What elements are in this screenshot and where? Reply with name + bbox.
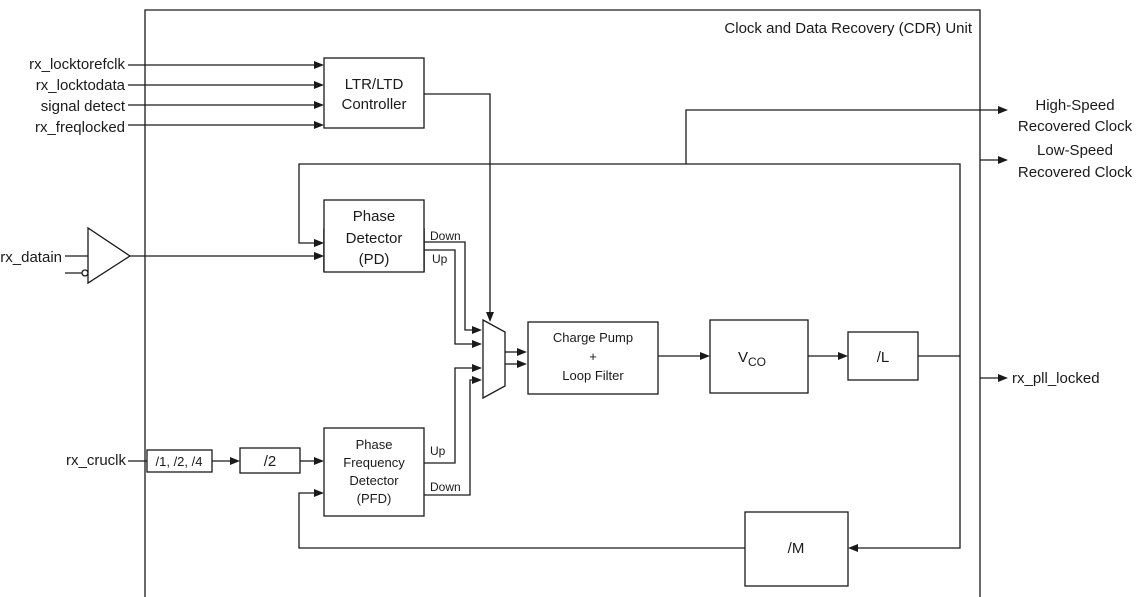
ltr-ltd-controller-block [323,57,425,129]
input-label-signal-detect: signal detect [41,98,126,115]
input-label-rx-locktorefclk: rx_locktorefclk [29,56,125,73]
output-label-low-speed-2: Recovered Clock [1018,164,1133,181]
pd-up-label: Up [432,252,448,266]
wire-pd-up [424,249,474,345]
vco-label-sub: CO [748,355,766,369]
wire-m-to-pfd [298,492,745,549]
pfd-label-line4: (PFD) [357,491,392,506]
div-m-label: /M [788,540,805,557]
arrow-mux-out-1 [517,348,527,356]
cdr-unit-frame [144,9,981,597]
ltr-ltd-label-line2: Controller [341,96,406,113]
vco-label: VCO [738,349,766,369]
wire-ltr-to-mux [424,93,491,314]
wire-pfd-up [424,367,474,464]
pfd-label-line3: Detector [349,473,399,488]
wire-pfd-down [424,379,474,496]
input-buffer-triangle [87,226,132,285]
arrow-rx-freqlocked [314,121,324,129]
arrow-cp-to-vco [700,352,710,360]
div-124-label: /1, /2, /4 [156,454,203,469]
arrow-div124-to-div2 [230,457,240,465]
arrow-rx-locktorefclk [314,61,324,69]
input-label-rx-cruclk: rx_cruclk [66,452,127,469]
div-m-block [744,511,849,587]
pfd-down-label: Down [430,480,461,494]
arrow-pfd-up [472,364,482,372]
cdr-unit-title: Clock and Data Recovery (CDR) Unit [724,20,972,37]
input-label-rx-locktodata: rx_locktodata [36,77,126,94]
output-label-rx-pll-locked: rx_pll_locked [1012,370,1100,387]
arrow-pd-down [472,326,482,334]
arrow-pfd-down [472,376,482,384]
output-label-high-speed-2: Recovered Clock [1018,118,1133,135]
arrow-ltr-to-mux [486,312,494,322]
cp-label-line1: Charge Pump [553,330,633,345]
phase-detector-final-block [323,199,425,273]
arrow-div2-to-pfd [314,457,324,465]
cp-label-line2: + [589,349,597,364]
vco-label-main: V [738,349,748,366]
arrow-vco-to-l [838,352,848,360]
output-label-high-speed-1: High-Speed [1035,97,1114,114]
input-label-rx-freqlocked: rx_freqlocked [35,119,125,136]
div-l-label: /L [877,349,890,366]
input-label-rx-datain: rx_datain [0,249,62,266]
pfd-block [323,427,425,517]
pfd-label-line1: Phase [356,437,393,452]
wire-recovered-clock-loop [298,163,961,356]
arrow-into-pd-loop [314,239,324,247]
arrow-m-to-pfd [314,489,324,497]
pd-down-label: Down [430,229,461,243]
arrow-spine-to-m [848,544,858,552]
output-label-low-speed-1: Low-Speed [1037,142,1113,159]
charge-pump-loop-filter-block [527,321,659,395]
arrow-rx-pll-locked [998,374,1008,382]
cp-label-line3: Loop Filter [562,368,624,383]
vco-block [709,319,809,394]
arrow-signal-detect [314,101,324,109]
pfd-up-label: Up [430,444,446,458]
pd-label-line3: (PD) [359,251,390,268]
div-l-block [847,331,919,381]
pd-label-line2: Detector [346,230,403,247]
wire-pd-down [424,241,474,331]
ltr-ltd-label-line1: LTR/LTD [345,76,404,93]
arrow-low-speed-clock [998,156,1008,164]
arrow-pd-up [472,340,482,348]
wire-spine-to-m [858,356,961,549]
div-2-label: /2 [264,453,277,470]
arrow-rx-locktodata [314,81,324,89]
wire-high-speed-clock [685,109,1000,164]
pd-label-line1: Phase [353,208,396,225]
arrow-mux-out-2 [517,360,527,368]
arrow-high-speed-clock [998,106,1008,114]
arrow-into-pd-data [314,252,324,260]
mux-symbol [482,318,506,400]
pfd-label-line2: Frequency [343,455,405,470]
